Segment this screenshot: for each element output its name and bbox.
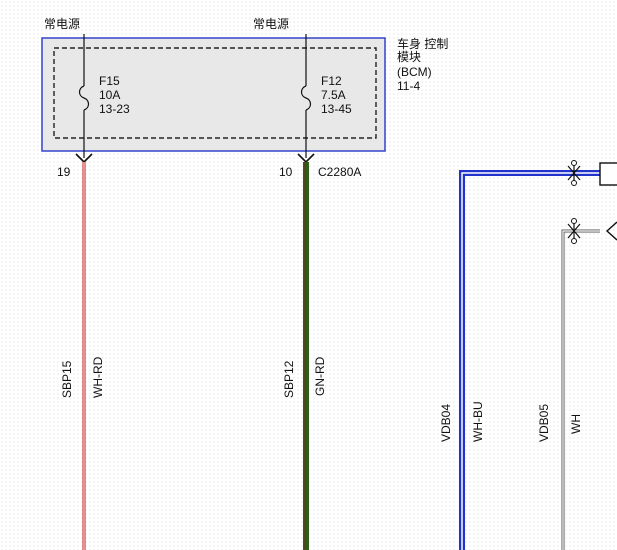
circuit-vdb04-code: VDB04 bbox=[439, 403, 453, 442]
fuse-box-dashed bbox=[53, 47, 377, 139]
fuse-f15-rating: 10A bbox=[99, 88, 121, 102]
bcm-module-box[interactable] bbox=[41, 37, 386, 152]
power-label-right: 常电源 bbox=[253, 17, 290, 31]
module-name-line2: 模块 bbox=[397, 50, 422, 64]
component-chevron-right bbox=[605, 221, 617, 241]
splice-top[interactable] bbox=[567, 160, 581, 186]
circuit-sbp15-color: WH-RD bbox=[91, 356, 105, 398]
fuse-f12-id: F12 bbox=[321, 74, 342, 88]
fuse-f12-symbol[interactable] bbox=[300, 85, 312, 111]
splice-bottom[interactable] bbox=[567, 218, 581, 244]
wire-vdb05-core bbox=[562, 230, 600, 550]
wire-vdb05[interactable] bbox=[561, 229, 600, 550]
wire-vdb04-core bbox=[461, 172, 600, 550]
circuit-vdb05-code: VDB05 bbox=[537, 403, 551, 442]
power-label-left: 常电源 bbox=[44, 17, 81, 31]
component-box-right[interactable] bbox=[599, 162, 617, 186]
circuit-sbp12-color: GN-RD bbox=[313, 356, 327, 396]
connector-label: C2280A bbox=[318, 165, 362, 179]
module-ref: 11-4 bbox=[397, 79, 421, 93]
fuse-f12-location: 13-45 bbox=[321, 102, 352, 116]
fuse-f12-rating: 7.5A bbox=[321, 88, 346, 102]
fuse-f15-id: F15 bbox=[99, 74, 120, 88]
fuse-f15-symbol[interactable] bbox=[78, 85, 90, 111]
pin-10-label: 10 bbox=[279, 165, 293, 179]
circuit-sbp12-code: SBP12 bbox=[282, 360, 296, 398]
fuse-f15-location: 13-23 bbox=[99, 102, 130, 116]
module-name-line1: 车身 控制 bbox=[397, 37, 449, 51]
circuit-vdb04-color: WH-BU bbox=[471, 401, 485, 442]
circuit-sbp15-code: SBP15 bbox=[60, 360, 74, 398]
pin-19-label: 19 bbox=[57, 165, 71, 179]
circuit-vdb05-color: WH bbox=[569, 414, 583, 434]
module-name-line3: (BCM) bbox=[397, 65, 432, 79]
